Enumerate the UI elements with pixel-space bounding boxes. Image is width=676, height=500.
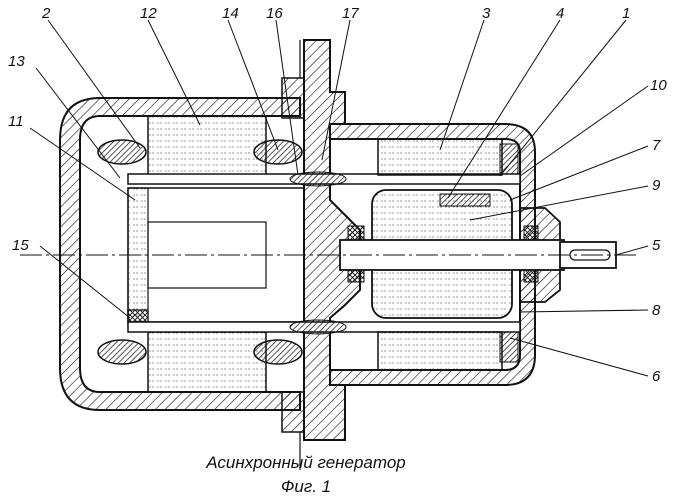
callout-4: 4 <box>556 5 564 22</box>
mounting-flange <box>281 39 361 470</box>
callout-15: 15 <box>12 237 29 254</box>
callout-2: 2 <box>41 5 51 22</box>
caption-figure: Фиг. 1 <box>281 477 331 496</box>
callout-1: 1 <box>622 5 630 22</box>
left-stator-core <box>147 115 267 393</box>
tie-rods <box>127 171 521 335</box>
left-stator-winding <box>97 139 303 365</box>
callout-7: 7 <box>652 137 661 154</box>
callout-17: 17 <box>342 5 359 22</box>
callout-13: 13 <box>8 53 25 70</box>
callout-16: 16 <box>266 5 283 22</box>
right-stator-core <box>377 138 519 371</box>
callout-5: 5 <box>652 237 661 254</box>
caption-title: Асинхронный генератор <box>205 453 406 472</box>
callout-9: 9 <box>652 177 661 194</box>
callout-3: 3 <box>482 5 491 22</box>
callout-12: 12 <box>140 5 157 22</box>
callout-14: 14 <box>222 5 239 22</box>
leader-lines <box>29 19 649 377</box>
callout-10: 10 <box>650 77 667 94</box>
callout-6: 6 <box>652 368 661 385</box>
callout-8: 8 <box>652 302 661 319</box>
callout-11: 11 <box>8 113 24 130</box>
left-rotor <box>127 187 305 329</box>
